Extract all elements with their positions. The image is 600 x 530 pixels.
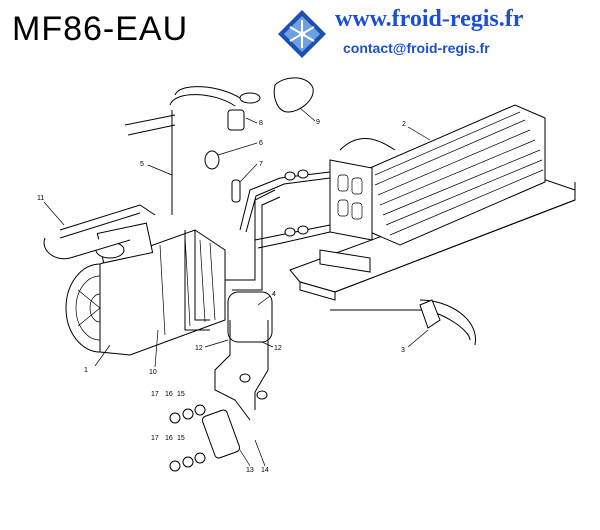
website-link[interactable]: www.froid-regis.fr [335,6,524,32]
callout-17-bottom: 17 [151,435,159,442]
condenser-unit [329,104,546,246]
callout-16-bottom: 16 [165,435,173,442]
callout-8: 8 [259,120,263,127]
callout-12-right: 12 [274,345,282,352]
callout-9: 9 [316,119,320,126]
callout-12-left: 12 [195,345,203,352]
callout-17-top: 17 [151,391,159,398]
callout-3: 3 [401,347,405,354]
compressor [65,222,226,356]
leader-lines [43,107,431,467]
controls [204,77,314,203]
callout-2: 2 [402,121,406,128]
callout-11: 11 [37,195,44,202]
callout-7: 7 [259,161,263,168]
callout-6: 6 [259,140,263,147]
callout-15-top: 15 [177,391,185,398]
snowflake-logo-icon [278,10,326,58]
piping [43,86,476,346]
callout-15-bottom: 15 [177,435,185,442]
callout-10: 10 [149,369,157,376]
callout-labels: 1 2 3 4 5 6 7 8 9 10 11 12 12 13 14 15 1… [37,119,406,474]
callout-13: 13 [246,467,254,474]
model-title: MF86-EAU [12,10,189,48]
callout-4: 4 [272,291,276,298]
callout-1: 1 [84,367,88,374]
contact-email-link[interactable]: contact@froid-regis.fr [343,40,490,56]
callout-5: 5 [140,161,144,168]
callout-14: 14 [261,467,269,474]
callout-16-top: 16 [165,391,173,398]
